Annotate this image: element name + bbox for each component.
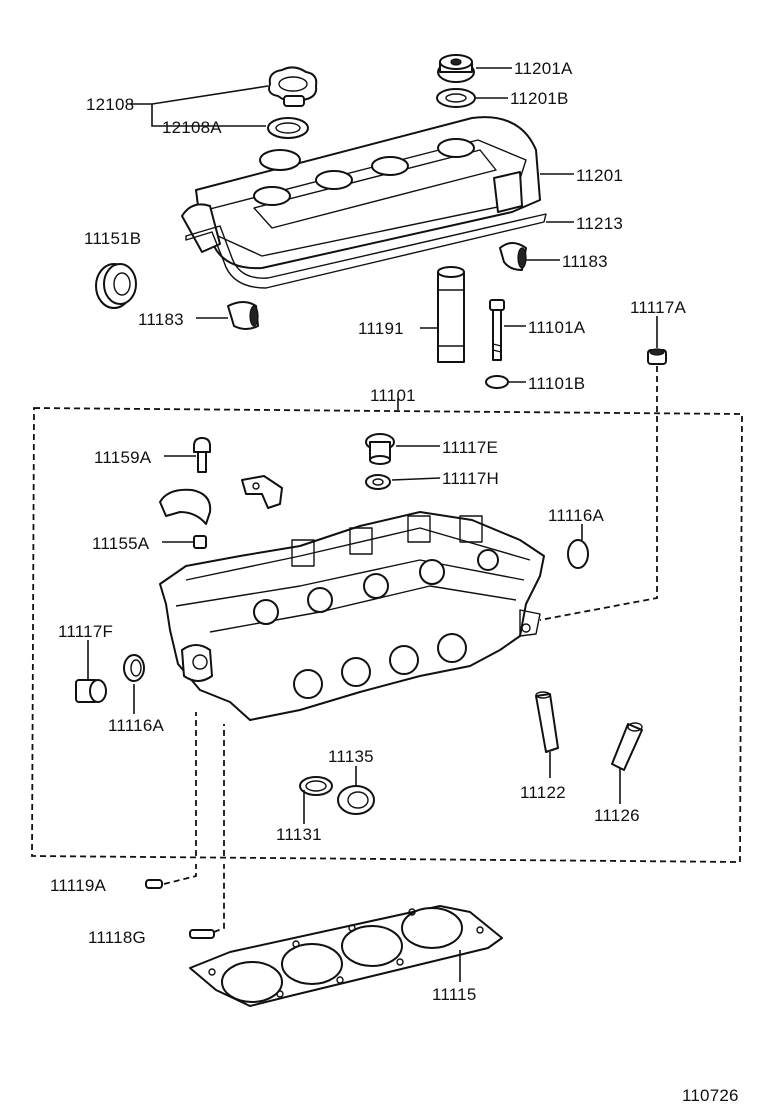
label-11117H: 11117H (442, 469, 499, 488)
leader-12108 (151, 85, 269, 127)
ring-11131 (299, 776, 333, 796)
camshaft-seal-11151B (95, 263, 137, 309)
gasket-11117H (365, 474, 391, 490)
plug-11116A-left (123, 654, 145, 682)
valve-guide-11126 (611, 722, 643, 771)
locator-11119A (163, 864, 197, 885)
valve-cover-11201 (181, 116, 541, 270)
dowel-pin-11118G (189, 929, 215, 939)
label-11201B: 11201B (510, 89, 569, 108)
label-11117F: 11117F (58, 622, 113, 641)
label-11201: 11201 (576, 166, 623, 185)
label-11201A: 11201A (514, 59, 573, 78)
plug-11183-right (499, 242, 527, 271)
label-11135: 11135 (328, 747, 374, 766)
locator-11118G (213, 864, 225, 933)
label-11101A: 11101A (528, 318, 586, 337)
plug-11116A-right (567, 539, 589, 569)
label-12108A: 12108A (162, 118, 222, 137)
valve-guide-11122 (535, 691, 559, 753)
label-11151B: 11151B (84, 229, 141, 248)
dowel-pin-11119A (145, 879, 163, 889)
label-11118G: 11118G (88, 928, 146, 947)
cylinder-head-sub-assembly-box (31, 407, 743, 863)
label-11117E: 11117E (442, 438, 498, 457)
oil-filler-gasket-12108A (267, 117, 309, 139)
head-gasket-11115 (189, 905, 503, 1007)
camshaft-bearing-cap-left (159, 488, 212, 525)
plug-11183-left (227, 301, 259, 330)
grommet-11201A (437, 54, 475, 83)
label-11183-left: 11183 (138, 310, 184, 329)
label-11119A: 11119A (50, 876, 106, 895)
locator-11117A (539, 366, 658, 621)
label-11116A-left: 11116A (108, 716, 164, 735)
spark-plug-tube-11191 (437, 266, 465, 363)
label-11101: 11101 (370, 386, 416, 405)
washer-11101B (485, 375, 509, 389)
seal-11135 (337, 785, 375, 815)
stud-bolt-11101A (489, 299, 505, 361)
label-11126: 11126 (594, 806, 640, 825)
leader-11117H (391, 477, 441, 481)
label-11101B: 11101B (528, 374, 585, 393)
plug-11117E (365, 433, 395, 465)
label-11117A: 11117A (630, 298, 686, 317)
oil-filler-cap-12108 (268, 66, 318, 107)
label-11183-right: 11183 (562, 252, 608, 271)
camshaft-bearing-cap-right (241, 475, 283, 509)
plug-11117A (647, 348, 667, 365)
cover-gasket-11213 (185, 213, 547, 289)
bolt-11159A (193, 437, 211, 473)
label-11159A: 11159A (94, 448, 152, 467)
grommet-11201B (436, 88, 476, 108)
label-11131: 11131 (276, 825, 322, 844)
label-12108: 12108 (86, 95, 134, 114)
pin-11155A (193, 535, 207, 549)
label-11116A-right: 11116A (548, 506, 604, 525)
label-11213: 11213 (576, 214, 623, 233)
label-11191: 11191 (358, 319, 404, 338)
plug-11117F (75, 679, 107, 703)
label-11122: 11122 (520, 783, 566, 802)
label-11155A: 11155A (92, 534, 150, 553)
figure-number: 110726 (682, 1086, 739, 1105)
label-11115: 11115 (432, 985, 477, 1004)
cylinder-head-11101 (159, 511, 545, 721)
